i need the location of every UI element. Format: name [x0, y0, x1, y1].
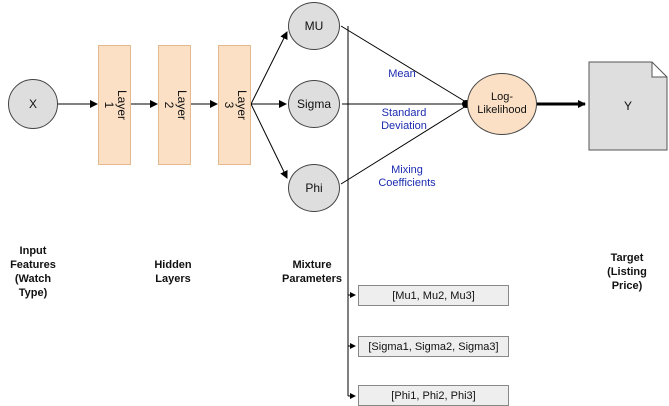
target-node-label: Y	[623, 99, 632, 113]
caption-mixture: Mixture Parameters	[282, 259, 342, 285]
input-node-label: X	[28, 97, 37, 111]
input-node: X	[8, 79, 58, 129]
edge-label-mixing: Mixing Coefficients	[378, 164, 436, 189]
param-box-phi: [Phi1, Phi2, Phi3]	[358, 385, 509, 406]
hidden-layer-2-label: Layer 2	[161, 89, 189, 121]
edge-layer3-mu	[250, 31, 288, 105]
hidden-layer-1-label: Layer 1	[101, 89, 129, 121]
sigma-node: Sigma	[288, 80, 340, 128]
caption-input: Input Features (Watch Type)	[10, 245, 56, 299]
hidden-layer-3-label: Layer 3	[221, 89, 249, 121]
param-box-sigma: [Sigma1, Sigma2, Sigma3]	[358, 336, 509, 357]
sigma-node-label: Sigma	[296, 97, 331, 111]
edge-label-std: Standard Deviation	[381, 107, 427, 132]
edge-phi-loglik	[340, 105, 467, 185]
phi-node-label: Phi	[305, 181, 323, 195]
hidden-layer-1: Layer 1	[98, 45, 131, 165]
hidden-layer-3: Layer 3	[218, 45, 251, 165]
loglik-node: Log- Likelihood	[467, 73, 537, 135]
caption-target: Target (Listing Price)	[607, 252, 647, 292]
hidden-layer-2: Layer 2	[158, 45, 191, 165]
mu-node: MU	[288, 2, 340, 50]
edge-layer3-phi	[250, 103, 288, 179]
mu-node-label: MU	[304, 19, 324, 33]
phi-node: Phi	[288, 164, 340, 212]
loglik-node-label: Log- Likelihood	[477, 91, 527, 116]
edge-mu-loglik	[340, 25, 467, 103]
edge-label-mean: Mean	[388, 68, 416, 80]
target-document-shape	[588, 61, 668, 151]
caption-hidden: Hidden Layers	[154, 259, 192, 285]
param-box-mu: [Mu1, Mu2, Mu3]	[358, 285, 509, 306]
